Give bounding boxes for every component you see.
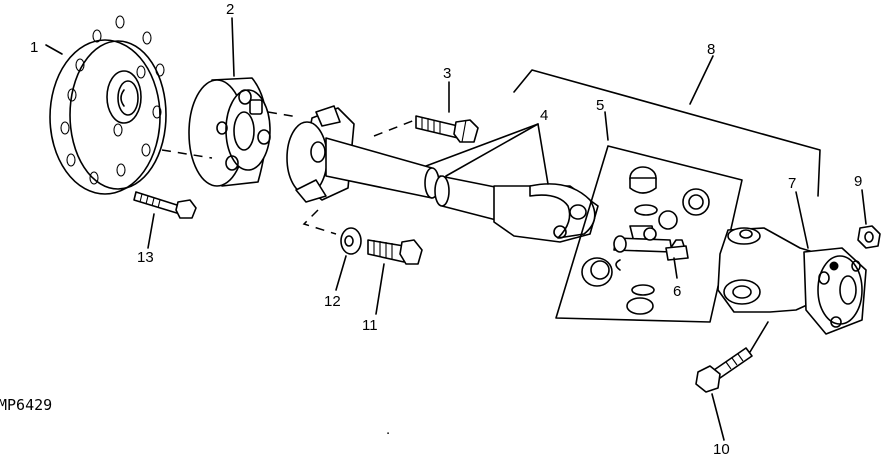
part-11-bolt	[367, 239, 423, 265]
part-1-flywheel-plate	[49, 15, 167, 195]
callout-10: 10	[713, 441, 730, 457]
callout-9: 9	[854, 173, 862, 190]
assembly-centre-line	[161, 149, 213, 159]
shaft-tube	[325, 137, 505, 223]
callout-12: 12	[324, 293, 341, 310]
callout-1: 1	[30, 39, 38, 56]
callout-11: 11	[362, 317, 378, 334]
callout-3: 3	[443, 65, 451, 82]
assembly-centre-line-2	[267, 111, 299, 118]
callout-2: 2	[226, 1, 234, 18]
part-2-coupling-hub	[188, 77, 271, 187]
callout-6: 6	[673, 283, 681, 300]
callout-13: 13	[137, 249, 154, 266]
part-5-bearing-kit-panel	[555, 145, 743, 323]
part-7-flange-yoke	[717, 227, 867, 335]
figure-reference-code: MP6429	[0, 396, 52, 414]
slip-yoke	[493, 183, 599, 243]
part-13-bolt	[133, 191, 197, 219]
part-3-bolt	[373, 115, 479, 143]
callout-7: 7	[788, 175, 796, 192]
part-10-bolt	[695, 321, 769, 393]
leader-lines	[45, 17, 867, 441]
part-12-washer	[302, 209, 362, 255]
callout-4: 4	[540, 107, 548, 124]
stray-mark: .	[386, 421, 390, 438]
callout-5: 5	[596, 97, 604, 114]
part-9-nut	[857, 225, 881, 249]
callout-8: 8	[707, 41, 715, 58]
callout-labels: 1 2 3 4 5 6 7 8 9 10 11 12 13	[30, 1, 862, 457]
